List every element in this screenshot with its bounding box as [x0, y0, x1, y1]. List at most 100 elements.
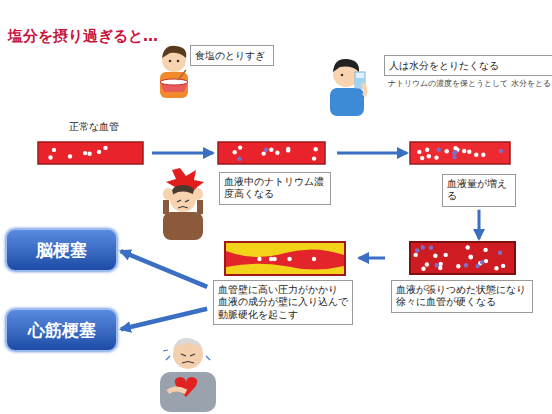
blood-cell: [456, 264, 460, 268]
blood-cell: [434, 155, 438, 159]
blood-cell: [417, 150, 421, 154]
blood-cell: [453, 146, 457, 150]
blood-cell: [464, 263, 468, 267]
blood-cell: [415, 248, 419, 252]
blood-cell: [437, 148, 441, 152]
blood-cell: [445, 149, 449, 153]
step-box: 人は水分をとりたくなるナトリウムの濃度を保とうとして 水分をとる: [384, 55, 552, 89]
blood-vessel: [38, 142, 143, 164]
blood-cell: [48, 155, 52, 159]
flow-arrow: [152, 152, 213, 155]
blood-cell: [481, 153, 485, 157]
blood-cell: [427, 154, 431, 158]
blood-cell: [312, 257, 316, 261]
step-text: 人は水分をとりたくなる: [384, 55, 552, 76]
flow-arrow: [478, 210, 481, 239]
blood-cell: [420, 156, 424, 160]
blood-cell: [275, 151, 279, 155]
blood-cell: [469, 255, 473, 259]
blood-cell: [264, 148, 268, 152]
drinking-person: [330, 59, 366, 116]
blood-cell: [425, 262, 429, 266]
vessel-node: 血液が張りつめた状態になり 徐々に血管が硬くなる: [388, 242, 536, 313]
blood-cell: [262, 151, 266, 155]
blood-cell: [438, 266, 442, 270]
blood-cell: [429, 246, 433, 250]
blood-cell: [453, 150, 457, 154]
blood-vessel: [225, 242, 345, 275]
disease-text: 心筋梗塞: [28, 319, 96, 342]
blood-cell: [462, 149, 466, 153]
step-caption: 血液量が増える: [442, 174, 516, 207]
blood-cell: [257, 257, 261, 261]
vessel-node: 血液量が増える: [410, 142, 516, 207]
blood-cell: [474, 153, 478, 157]
blood-cell: [68, 154, 72, 158]
vessel-node: 血液中のナトリウム濃度高くなる: [216, 142, 334, 205]
vessel-node: 正常な血管: [38, 120, 149, 164]
blood-cell: [52, 148, 56, 152]
step-box: 食塩のとりすぎ: [190, 45, 274, 66]
blood-cell: [103, 146, 107, 150]
blood-cell: [237, 157, 241, 161]
blood-vessel: [410, 242, 515, 274]
blood-vessel: [218, 142, 325, 164]
blood-cell: [238, 145, 242, 149]
blood-cell: [452, 155, 456, 159]
blood-cell: [444, 253, 448, 257]
blood-cell: [286, 148, 290, 152]
blood-cell: [233, 150, 237, 154]
blood-cell: [468, 255, 472, 259]
vessel-space: [388, 242, 536, 274]
vessel-space: [216, 142, 334, 164]
blood-vessel: [410, 142, 510, 164]
blood-cell: [269, 148, 273, 152]
blood-cell: [269, 257, 273, 261]
flow-arrow: [337, 152, 407, 155]
blood-cell: [501, 264, 505, 268]
flow-arrow: [121, 251, 207, 287]
blood-cell: [476, 264, 480, 268]
disease-box: 心筋梗塞: [5, 308, 118, 352]
blood-cell: [421, 245, 425, 249]
step-caption: 血管壁に高い圧力がかかり 血液の成分が壁に入り込んで 動脈硬化を起こす: [213, 280, 353, 325]
vessel-node: 血管壁に高い圧力がかかり 血液の成分が壁に入り込んで 動脈硬化を起こす: [210, 242, 356, 325]
blood-cell: [484, 259, 488, 263]
vessel-space: [410, 142, 516, 164]
vessel-label: 正常な血管: [38, 120, 149, 134]
chest-pain-person: [160, 338, 216, 412]
blood-cell: [435, 263, 439, 267]
flow-arrow: [359, 257, 385, 260]
blood-cell: [494, 266, 498, 270]
blood-cell: [467, 150, 471, 154]
blood-cell: [312, 156, 316, 160]
flow-arrow: [121, 309, 207, 330]
step-caption: 血液中のナトリウム濃度高くなる: [219, 172, 331, 205]
blood-cell: [439, 262, 443, 266]
blood-cell: [499, 149, 503, 153]
blood-cell: [425, 148, 429, 152]
eating-person: [160, 46, 188, 98]
diagram-title: 塩分を摂り過ぎると…: [8, 27, 158, 46]
blood-cell: [480, 260, 484, 264]
blood-cell: [433, 254, 437, 258]
blood-cell: [314, 147, 318, 151]
blood-cell: [483, 248, 487, 252]
step-text: 食塩のとりすぎ: [195, 49, 269, 62]
blood-cell: [414, 253, 418, 257]
blood-cell: [87, 152, 91, 156]
blood-cell: [421, 267, 425, 271]
note-text: ナトリウムの濃度を保とうとして 水分をとる: [384, 79, 552, 89]
disease-text: 脳梗塞: [36, 239, 87, 262]
vessel-space: [38, 142, 149, 164]
headache-person: [163, 168, 204, 240]
blood-cell: [498, 251, 502, 255]
vessel-space: [210, 242, 356, 275]
blood-cell: [287, 257, 291, 261]
blood-cell: [97, 150, 101, 154]
blood-cell: [83, 151, 87, 155]
disease-box: 脳梗塞: [5, 228, 118, 272]
step-caption: 血液が張りつめた状態になり 徐々に血管が硬くなる: [391, 280, 533, 313]
narrowed-lumen: [226, 249, 344, 269]
blood-cell: [466, 245, 470, 249]
